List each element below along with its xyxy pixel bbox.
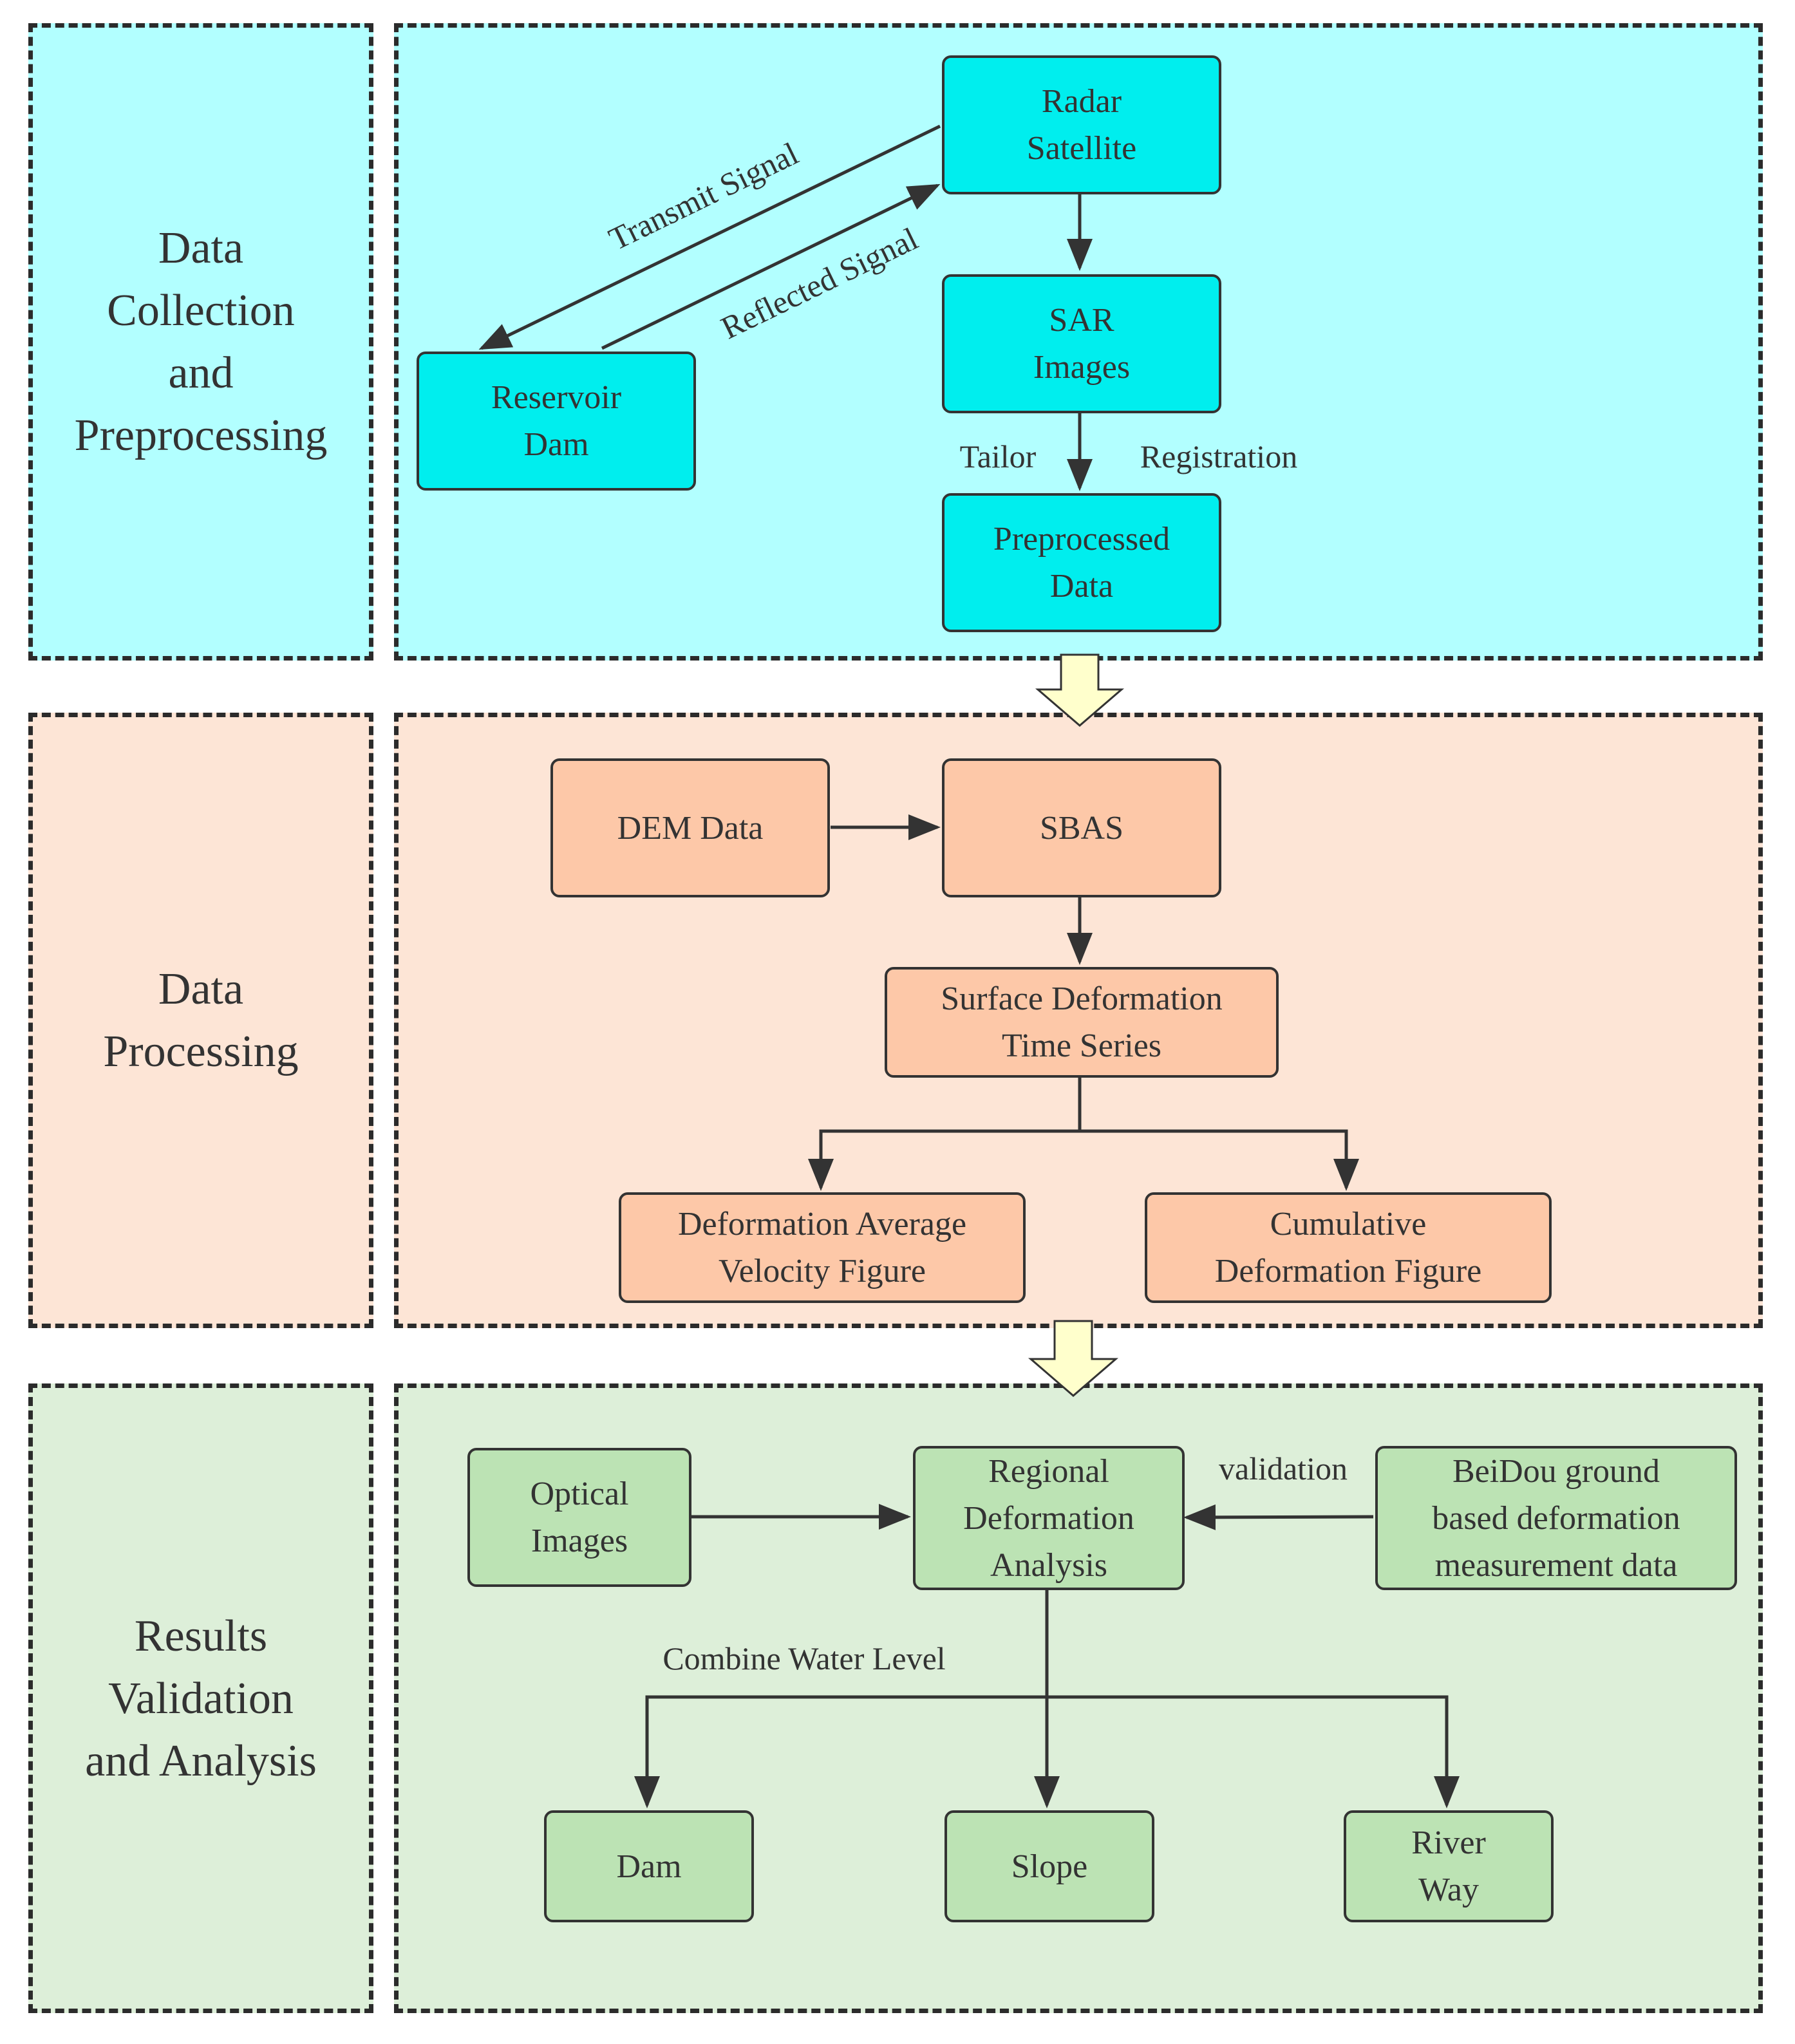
validation-label-panel: [28, 1383, 373, 2013]
collection-label-panel: [28, 23, 373, 661]
node-river-way: River Way: [1344, 1810, 1554, 1922]
edge-label-reflected-signal: Reflected Signal: [715, 220, 923, 346]
edge-label-registration: Registration: [1140, 438, 1297, 474]
time-series-to-velocity-arrow: [808, 1077, 1082, 1191]
edge-label-tailor: Tailor: [960, 438, 1037, 474]
node-radar-satellite: Radar Satellite: [942, 55, 1221, 194]
stage-label-processing: Data Processing: [103, 964, 299, 1076]
reflected-signal-arrow: [601, 183, 941, 350]
stage-arrow-collection-to-processing: [1035, 653, 1125, 727]
edge-label-transmit-signal: Transmit Signal: [603, 135, 804, 258]
edge-label-validation: validation: [1219, 1450, 1348, 1486]
stage-label-validation: Results Validation and Analysis: [85, 1611, 317, 1786]
node-dam: Dam: [544, 1810, 754, 1922]
node-preprocessed-data: Preprocessed Data: [942, 493, 1221, 632]
node-sbas: SBAS: [942, 758, 1221, 897]
node-deformation-average-velocity-figure: Deformation Average Velocity Figure: [619, 1192, 1026, 1303]
edge-label-combine-water-level: Combine Water Level: [663, 1640, 945, 1676]
node-regional-deformation-analysis: Regional Deformation Analysis: [913, 1446, 1185, 1590]
node-cumulative-deformation-figure: Cumulative Deformation Figure: [1145, 1192, 1552, 1303]
node-slope: Slope: [944, 1810, 1154, 1922]
stage-label-collection: Data Collection and Preprocessing: [74, 223, 328, 460]
stage-arrow-processing-to-validation: [1028, 1320, 1119, 1397]
node-optical-images: Optical Images: [467, 1448, 691, 1587]
node-sar-images: SAR Images: [942, 274, 1221, 413]
node-beidou-ground-based-deformation-data: BeiDou ground based deformation measurem…: [1375, 1446, 1737, 1590]
branch-to-river-way-arrow: [1047, 1695, 1460, 1808]
branch-to-dam-arrow: [634, 1695, 1047, 1808]
node-reservoir-dam: Reservoir Dam: [417, 352, 696, 491]
transmit-signal-arrow: [478, 124, 941, 350]
node-surface-deformation-time-series: Surface Deformation Time Series: [885, 967, 1279, 1078]
processing-label-panel: [28, 713, 373, 1328]
time-series-to-cumulative-arrow: [1080, 1129, 1359, 1191]
node-dem-data: DEM Data: [550, 758, 830, 897]
